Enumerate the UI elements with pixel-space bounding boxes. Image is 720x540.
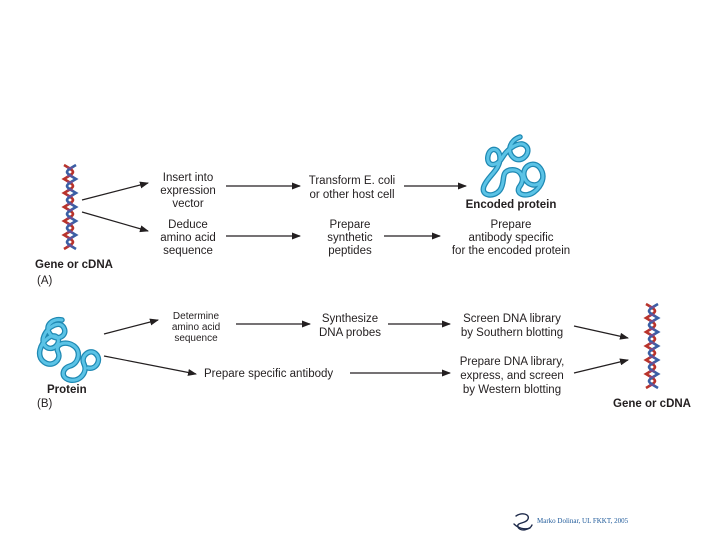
- step-southern-1: Screen DNA library: [463, 313, 561, 325]
- footer: Marko Dolinar, UL FKKT, 2005: [513, 513, 629, 531]
- step-deduce-3: sequence: [163, 245, 213, 257]
- logo-icon: [513, 513, 533, 531]
- encoded-protein-icon: [480, 134, 546, 198]
- step-transform-1: Transform E. coli: [309, 175, 395, 187]
- arrow-b-to-gene-2: [573, 358, 629, 374]
- step-antibody-1: Prepare: [491, 219, 532, 231]
- arrow-a-dna-to-insert: [81, 181, 149, 201]
- panel-b: Protein (B) Determine amino acid sequenc…: [36, 302, 691, 410]
- step-western-1: Prepare DNA library,: [460, 356, 565, 368]
- dna-helix-icon: [61, 163, 79, 251]
- step-deduce-2: amino acid: [160, 232, 216, 244]
- step-transform-2: or other host cell: [309, 189, 394, 201]
- panel-a: Gene or cDNA (A) Insert into expression …: [35, 134, 570, 287]
- step-insert-vector-1: Insert into: [163, 172, 214, 184]
- gene-cdna-label-a: Gene or cDNA: [35, 259, 113, 271]
- step-deduce-1: Deduce: [168, 219, 208, 231]
- step-antibody-2: antibody specific: [468, 232, 553, 244]
- step-insert-vector-3: vector: [172, 198, 203, 210]
- step-western-2: express, and screen: [460, 370, 564, 382]
- step-peptides-1: Prepare: [330, 219, 371, 231]
- panel-label-a: (A): [37, 275, 53, 287]
- step-insert-vector-2: expression: [160, 185, 216, 197]
- step-probes-1: Synthesize: [322, 313, 378, 325]
- arrow-b-protein-to-antibody: [103, 355, 197, 376]
- step-determine-2: amino acid: [172, 322, 220, 333]
- encoded-protein-label: Encoded protein: [466, 199, 557, 211]
- step-western-3: by Western blotting: [463, 384, 561, 396]
- step-determine-1: Determine: [173, 311, 220, 322]
- step-peptides-2: synthetic: [327, 232, 373, 244]
- step-prepare-antibody: Prepare specific antibody: [204, 368, 333, 380]
- arrow-a-dna-to-deduce: [81, 211, 149, 233]
- protein-label: Protein: [47, 384, 87, 396]
- dna-helix-icon: [643, 302, 661, 390]
- step-determine-3: sequence: [174, 333, 218, 344]
- step-southern-2: by Southern blotting: [461, 327, 563, 339]
- step-probes-2: DNA probes: [319, 327, 381, 339]
- step-peptides-3: peptides: [328, 245, 372, 257]
- arrow-b-to-gene-1: [573, 325, 629, 340]
- panel-label-b: (B): [37, 398, 53, 410]
- footer-credit: Marko Dolinar, UL FKKT, 2005: [537, 517, 629, 525]
- step-antibody-3: for the encoded protein: [452, 245, 570, 257]
- protein-icon: [36, 316, 102, 383]
- gene-cdna-label-b: Gene or cDNA: [613, 398, 691, 410]
- arrow-b-protein-to-determine: [103, 318, 159, 335]
